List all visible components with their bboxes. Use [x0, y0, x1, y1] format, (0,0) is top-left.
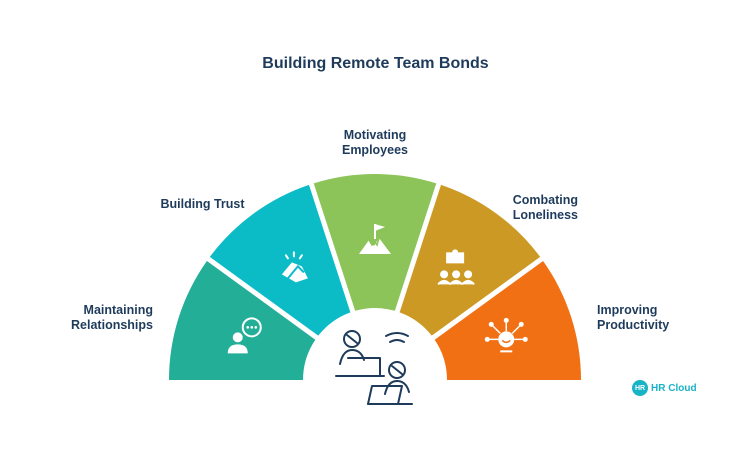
segment-puzzle-group	[399, 184, 541, 336]
segment-handshake	[209, 184, 351, 336]
segment-label-building-trust: Building Trust	[160, 197, 245, 211]
puzzle-group-icon	[437, 249, 475, 286]
brand-name: HR Cloud	[651, 382, 697, 394]
segment-label-maintaining-relationships: Maintaining Relationships	[71, 303, 153, 332]
segment-label-motivating-employees: Motivating Employees	[341, 128, 408, 157]
network-person-icon	[484, 317, 528, 353]
remote-workers-laptop-icon	[335, 330, 413, 405]
segment-label-improving-productivity: Improving Productivity	[597, 303, 670, 332]
chat-person-icon	[227, 317, 262, 354]
handshake-icon	[281, 251, 308, 283]
brand-badge: HR	[632, 380, 648, 396]
segment-chat-person	[169, 260, 316, 380]
mountain-flag-icon	[359, 224, 391, 254]
brand-logo: HR HR Cloud	[632, 380, 697, 396]
page-title: Building Remote Team Bonds	[262, 55, 489, 72]
segment-label-combating-loneliness: Combating Loneliness	[512, 193, 578, 222]
